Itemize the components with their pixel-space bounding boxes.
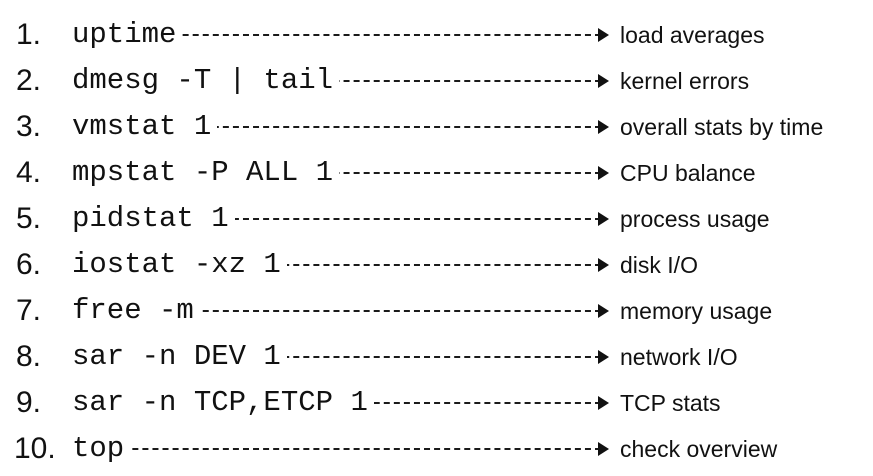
item-description: CPU balance: [620, 160, 756, 186]
arrow-right-icon: [598, 396, 609, 410]
item-number: 3.: [16, 110, 42, 143]
dashed-leader: [72, 126, 601, 128]
item-description: disk I/O: [620, 252, 698, 278]
command-list: 1. uptime load averages 2. dmesg -T | ta…: [0, 14, 873, 474]
item-description: TCP stats: [620, 390, 721, 416]
dashed-leader: [72, 34, 601, 36]
dashed-leader: [72, 356, 601, 358]
arrow-right-icon: [598, 304, 609, 318]
list-item: 9. sar -n TCP,ETCP 1 TCP stats: [0, 382, 873, 428]
list-item: 10. top check overview: [0, 428, 873, 474]
arrow-right-icon: [598, 166, 609, 180]
dashed-leader: [72, 310, 601, 312]
list-item: 4. mpstat -P ALL 1 CPU balance: [0, 152, 873, 198]
arrow-right-icon: [598, 120, 609, 134]
command-text: free -m: [72, 292, 200, 330]
dashed-leader: [72, 264, 601, 266]
dashed-leader: [72, 448, 601, 450]
item-description: network I/O: [620, 344, 738, 370]
arrow-right-icon: [598, 258, 609, 272]
arrow-right-icon: [598, 74, 609, 88]
list-item: 8. sar -n DEV 1 network I/O: [0, 336, 873, 382]
list-item: 1. uptime load averages: [0, 14, 873, 60]
item-number: 7.: [16, 294, 42, 327]
item-description: memory usage: [620, 298, 773, 324]
command-text: vmstat 1: [72, 108, 218, 146]
item-description: load averages: [620, 22, 765, 48]
item-number: 8.: [16, 340, 42, 373]
item-description: check overview: [620, 436, 778, 462]
arrow-right-icon: [598, 350, 609, 364]
list-item: 3. vmstat 1 overall stats by time: [0, 106, 873, 152]
item-description: process usage: [620, 206, 770, 232]
command-text: mpstat -P ALL 1: [72, 154, 340, 192]
command-text: uptime: [72, 16, 183, 54]
command-text: dmesg -T | tail: [72, 62, 340, 100]
item-number: 1.: [16, 18, 42, 51]
item-number: 2.: [16, 64, 42, 97]
command-text: pidstat 1: [72, 200, 235, 238]
arrow-right-icon: [598, 212, 609, 226]
list-item: 6. iostat -xz 1 disk I/O: [0, 244, 873, 290]
command-text: iostat -xz 1: [72, 246, 287, 284]
item-description: overall stats by time: [620, 114, 824, 140]
command-text: sar -n DEV 1: [72, 338, 287, 376]
item-number: 4.: [16, 156, 42, 189]
command-text: sar -n TCP,ETCP 1: [72, 384, 374, 422]
list-item: 7. free -m memory usage: [0, 290, 873, 336]
list-item: 2. dmesg -T | tail kernel errors: [0, 60, 873, 106]
item-number: 6.: [16, 248, 42, 281]
command-text: top: [72, 430, 131, 468]
item-number: 9.: [16, 386, 42, 419]
list-item: 5. pidstat 1 process usage: [0, 198, 873, 244]
item-number: 10.: [14, 432, 56, 465]
arrow-right-icon: [598, 442, 609, 456]
item-number: 5.: [16, 202, 42, 235]
dashed-leader: [72, 218, 601, 220]
arrow-right-icon: [598, 28, 609, 42]
item-description: kernel errors: [620, 68, 750, 94]
